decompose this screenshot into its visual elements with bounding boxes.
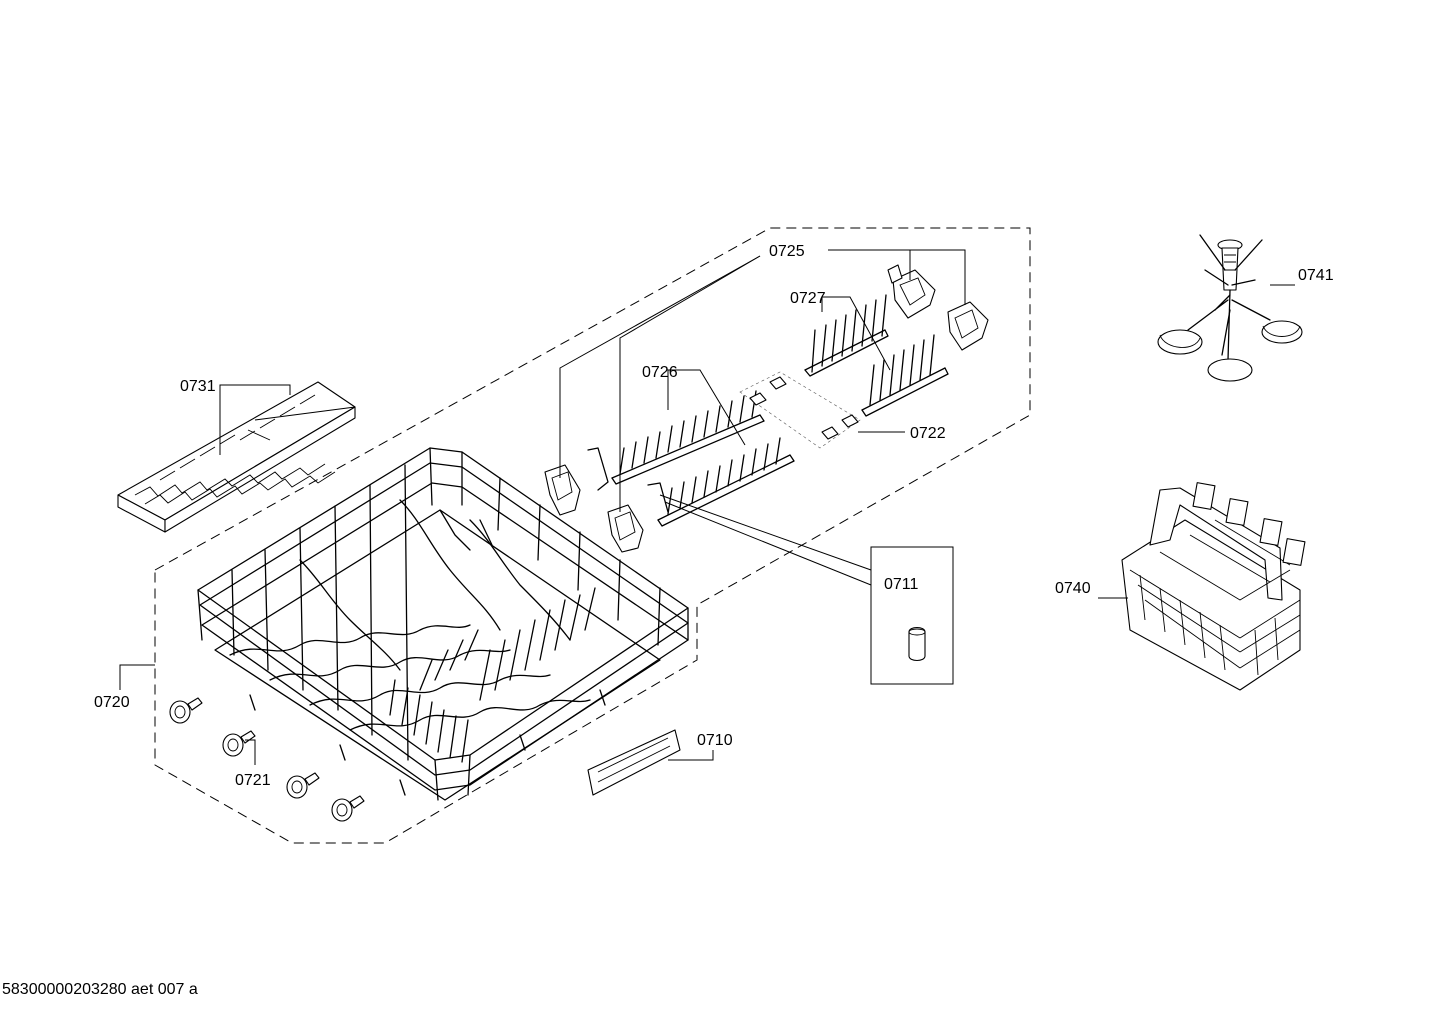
part-0721-wheel-4[interactable] <box>331 795 365 822</box>
part-0727-rack-a[interactable] <box>804 294 889 377</box>
label-0711: 0711 <box>884 576 919 593</box>
part-0721-wheel-2[interactable] <box>222 730 256 757</box>
part-0725-clip-c[interactable] <box>544 447 609 516</box>
part-0711-detail-box[interactable] <box>870 546 954 685</box>
part-0710-rail[interactable] <box>587 729 681 796</box>
leader-lines <box>119 249 1295 765</box>
label-0740: 0740 <box>1055 580 1091 597</box>
label-0731: 0731 <box>180 378 216 395</box>
part-0722-fastener-group[interactable] <box>739 371 861 449</box>
label-0726: 0726 <box>642 364 678 381</box>
part-0727-rack-b[interactable] <box>861 334 949 417</box>
label-0720: 0720 <box>94 694 130 711</box>
label-0725: 0725 <box>769 243 805 260</box>
part-0740-cutlery-basket[interactable] <box>1121 482 1306 691</box>
part-0726-rack-a[interactable] <box>611 390 765 485</box>
part-0725-clip-b[interactable] <box>947 301 989 351</box>
part-0741-cup-holder[interactable] <box>1157 234 1303 382</box>
label-0722: 0722 <box>910 425 946 442</box>
part-0731-rack-insert[interactable] <box>117 381 356 533</box>
label-0741: 0741 <box>1298 267 1334 284</box>
part-0720-lower-basket[interactable] <box>197 447 689 801</box>
part-0721-wheel-3[interactable] <box>286 772 320 799</box>
part-0726-rack-b[interactable] <box>647 437 795 527</box>
part-0725-clip-d[interactable] <box>607 504 644 553</box>
assembly-boundary <box>154 227 1031 844</box>
part-0721-wheel-1[interactable] <box>169 697 203 724</box>
label-0727: 0727 <box>790 290 826 307</box>
document-code: 58300000203280 aet 007 a <box>2 981 198 998</box>
label-0710: 0710 <box>697 732 733 749</box>
part-0725-clip-a[interactable] <box>887 264 936 319</box>
label-0721: 0721 <box>235 772 271 789</box>
